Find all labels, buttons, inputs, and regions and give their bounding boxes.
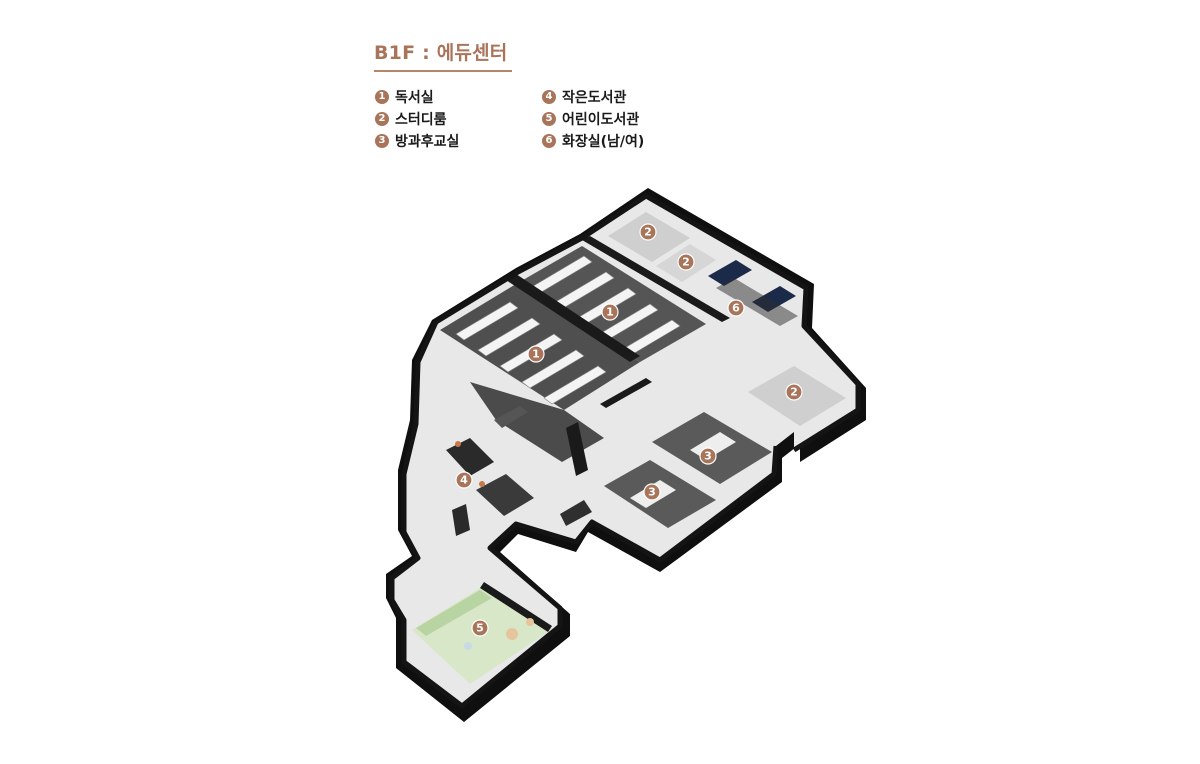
svg-text:1: 1 (606, 306, 614, 319)
legend-label: 화장실(남/여) (562, 134, 645, 150)
map-marker-study-room-3: 2 (785, 383, 803, 401)
map-marker-small-library: 4 (455, 471, 473, 489)
title-block: B1F : 에듀센터 (374, 38, 512, 72)
svg-text:2: 2 (682, 256, 690, 269)
legend-label: 스터디룸 (395, 112, 447, 128)
svg-text:1: 1 (532, 348, 540, 361)
svg-text:5: 5 (476, 622, 484, 635)
legend-item-reading-room: 1 독서실 (375, 86, 545, 108)
legend-column-right: 4 작은도서관 5 어린이도서관 6 화장실(남/여) (542, 86, 712, 152)
svg-text:6: 6 (732, 302, 740, 315)
legend-item-kids-library: 5 어린이도서관 (542, 108, 712, 130)
map-marker-restroom: 6 (727, 299, 745, 317)
map-marker-reading-room-1: 1 (601, 303, 619, 321)
svg-text:4: 4 (460, 474, 468, 487)
legend-item-restroom: 6 화장실(남/여) (542, 130, 712, 152)
legend-item-small-library: 4 작은도서관 (542, 86, 712, 108)
reading-desks (455, 255, 681, 405)
map-marker-reading-room-2: 1 (527, 345, 545, 363)
legend-number-badge: 6 (542, 134, 556, 148)
legend-item-after-school: 3 방과후교실 (375, 130, 545, 152)
map-marker-study-room-2: 2 (677, 253, 695, 271)
legend-number-badge: 3 (375, 134, 389, 148)
legend-label: 작은도서관 (562, 90, 627, 106)
page-title: B1F : 에듀센터 (374, 42, 508, 64)
svg-text:3: 3 (704, 450, 712, 463)
small-library-furniture (446, 406, 592, 536)
legend-number-badge: 2 (375, 112, 389, 126)
restroom-floor (708, 260, 798, 326)
legend-item-study-room: 2 스터디룸 (375, 108, 545, 130)
wall-outline (389, 193, 861, 709)
map-marker-study-room-1: 2 (639, 223, 657, 241)
legend-label: 어린이도서관 (562, 112, 640, 128)
map-marker-kids-library: 5 (471, 619, 489, 637)
legend-column-left: 1 독서실 2 스터디룸 3 방과후교실 (375, 86, 545, 152)
svg-text:2: 2 (644, 226, 652, 239)
legend-number-badge: 1 (375, 90, 389, 104)
legend-number-badge: 5 (542, 112, 556, 126)
legend-label: 독서실 (395, 90, 434, 106)
legend-number-badge: 4 (542, 90, 556, 104)
legend-label: 방과후교실 (395, 134, 460, 150)
map-marker-after-school-1: 3 (699, 447, 717, 465)
map-markers: 2 2 6 1 1 2 3 3 4 5 (455, 223, 803, 637)
interior-walls (506, 236, 730, 476)
map-marker-after-school-2: 3 (643, 483, 661, 501)
svg-text:2: 2 (790, 386, 798, 399)
svg-text:3: 3 (648, 486, 656, 499)
